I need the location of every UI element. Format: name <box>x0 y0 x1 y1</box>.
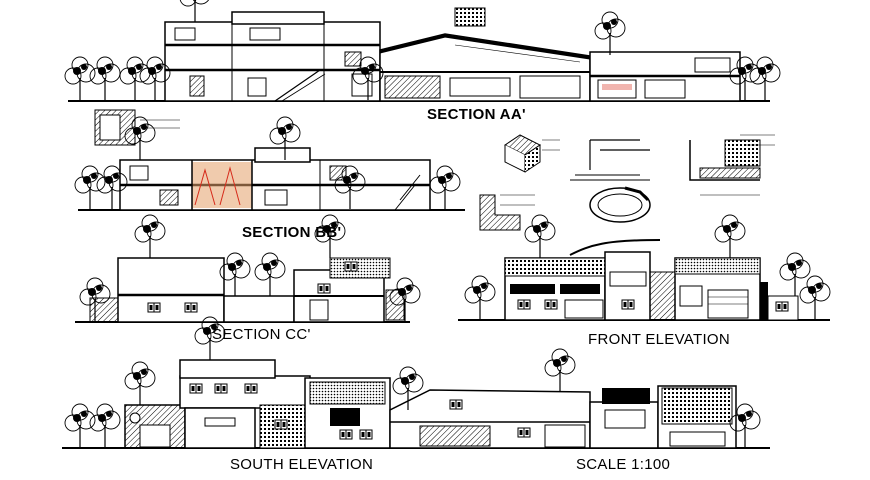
south-elevation-title: SOUTH ELEVATION <box>230 456 374 473</box>
scale-label: SCALE 1:100 <box>576 456 671 473</box>
section-cc-drawing <box>75 214 421 323</box>
construction-details <box>479 134 775 231</box>
section-aa-title: SECTION AA' <box>427 106 526 123</box>
front-elevation-title: FRONT ELEVATION <box>588 331 731 348</box>
section-bb-drawing <box>74 109 465 211</box>
section-bb-title: SECTION BB' <box>242 224 342 241</box>
front-elevation-drawing <box>458 214 831 321</box>
section-aa-drawing <box>64 0 781 102</box>
section-cc-title: SECTION CC' <box>212 326 311 343</box>
south-elevation-drawing <box>62 316 770 449</box>
